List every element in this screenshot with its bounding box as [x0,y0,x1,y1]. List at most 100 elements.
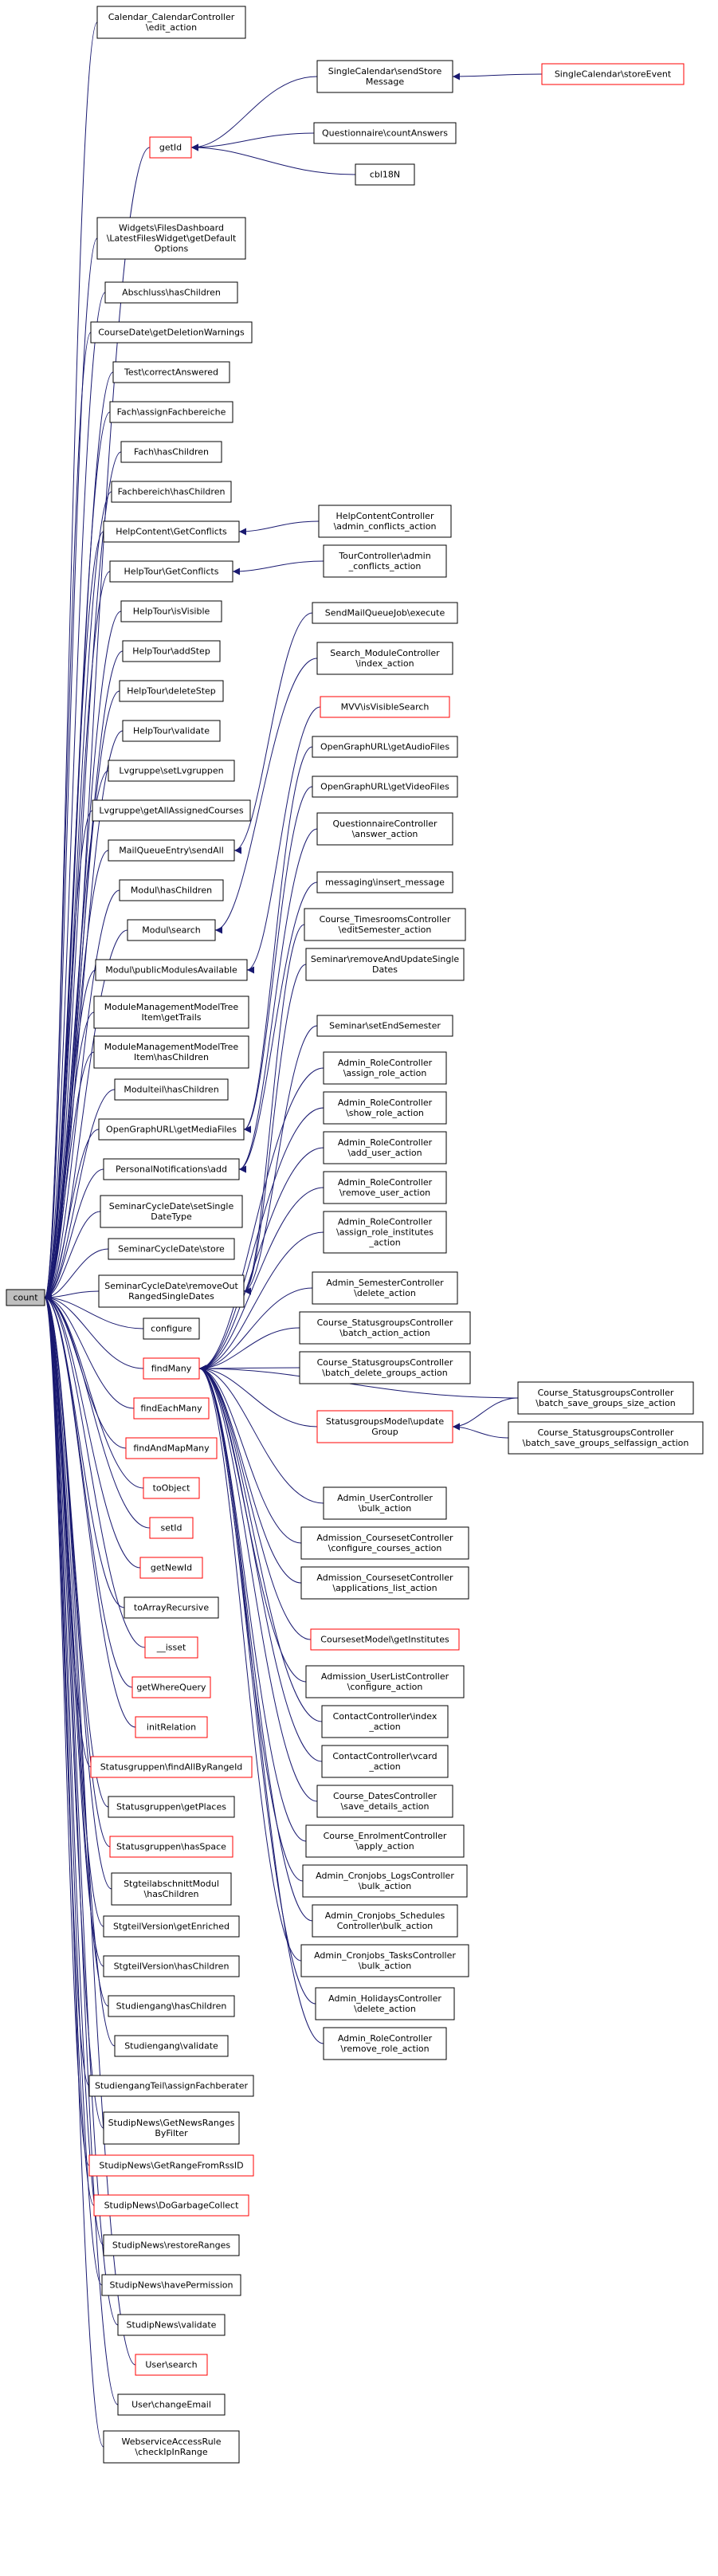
node-stgteilversion-getenriched[interactable]: StgteilVersion\getEnriched [103,1915,240,1938]
node-course-statusgroupscontroller-batch-action-action[interactable]: Course_StatusgroupsController\batch_acti… [299,1311,471,1345]
node-coursesetmodel-getinstitutes[interactable]: CoursesetModel\getInstitutes [310,1628,460,1651]
node-modulteil-haschildren[interactable]: Modulteil\hasChildren [114,1078,229,1101]
node-studiengang-validate[interactable]: Studiengang\validate [114,2035,229,2057]
node-questionnairecontroller-answer-action[interactable]: QuestionnaireController\answer_action [316,812,453,846]
node-calendar-calendarcontroller-edit-action[interactable]: Calendar_CalendarController\edit_action [96,6,246,39]
node-helptour-validate[interactable]: HelpTour\validate [122,720,221,742]
node-isset[interactable]: __isset [144,1636,198,1659]
node-lvgruppe-setlvgruppen[interactable]: Lvgruppe\setLvgruppen [108,760,235,782]
node-setid[interactable]: setId [149,1517,194,1539]
node-admin-usercontroller-bulk-action[interactable]: Admin_UserController\bulk_action [323,1486,447,1520]
node-user-changeemail[interactable]: User\changeEmail [117,2393,226,2416]
node-admin-rolecontroller-remove-role-action[interactable]: Admin_RoleController\remove_role_action [323,2027,447,2060]
node-studiengangteil-assignfachberater[interactable]: StudiengangTeil\assignFachberater [88,2075,254,2097]
node-course-datescontroller-save-details-action[interactable]: Course_DatesController\save_details_acti… [316,1785,453,1818]
node-admin-rolecontroller-remove-user-action[interactable]: Admin_RoleController\remove_user_action [323,1171,447,1204]
node-stgteilversion-haschildren[interactable]: StgteilVersion\hasChildren [103,1955,240,1977]
node-getwherequery[interactable]: getWhereQuery [131,1676,211,1698]
node-helpcontent-getconflicts[interactable]: HelpContent\GetConflicts [103,520,240,543]
node-modulemanagementmodeltree-item-haschildren[interactable]: ModuleManagementModelTreeItem\hasChildre… [93,1035,249,1069]
node-widgets-filesdashboard-latestfileswidget-getdefault-options[interactable]: Widgets\FilesDashboard\LatestFilesWidget… [96,217,246,260]
node-toobject[interactable]: toObject [143,1477,200,1499]
node-admission-coursesetcontroller-applications-list-action[interactable]: Admission_CoursesetController\applicatio… [300,1566,469,1600]
node-course-statusgroupscontroller-batch-save-groups-size-action[interactable]: Course_StatusgroupsController\batch_save… [517,1381,694,1415]
node-statusgruppen-hasspace[interactable]: Statusgruppen\hasSpace [109,1836,233,1858]
node-configure[interactable]: configure [143,1317,200,1340]
node-admin-semestercontroller-delete-action[interactable]: Admin_SemesterController\delete_action [312,1271,458,1305]
node-admission-userlistcontroller-configure-action[interactable]: Admission_UserListController\configure_a… [305,1665,465,1698]
node-helptour-isvisible[interactable]: HelpTour\isVisible [120,600,222,622]
node-admin-cronjobs-schedules-controller-bulk-action[interactable]: Admin_Cronjobs_SchedulesController\bulk_… [312,1904,458,1938]
node-helptour-getconflicts[interactable]: HelpTour\GetConflicts [109,560,233,583]
node-studipnews-getrangefromrssid[interactable]: StudipNews\GetRangeFromRssID [88,2154,254,2177]
node-opengraphurl-getvideofiles[interactable]: OpenGraphURL\getVideoFiles [312,776,458,798]
node-course-statusgroupscontroller-batch-save-groups-selfassign-action[interactable]: Course_StatusgroupsController\batch_save… [508,1421,704,1455]
node-tourcontroller-admin-conflicts-action[interactable]: TourController\admin_conflicts_action [323,544,447,578]
node-contactcontroller-vcard-action[interactable]: ContactController\vcard_action [321,1745,449,1778]
node-admin-rolecontroller-assign-role-institutes-action[interactable]: Admin_RoleController\assign_role_institu… [323,1211,447,1254]
node-admin-cronjobs-logscontroller-bulk-action[interactable]: Admin_Cronjobs_LogsController\bulk_actio… [302,1864,468,1898]
node-admin-rolecontroller-assign-role-action[interactable]: Admin_RoleController\assign_role_action [323,1051,447,1085]
node-messaging-insert-message[interactable]: messaging\insert_message [316,871,453,893]
node-abschluss-haschildren[interactable]: Abschluss\hasChildren [104,281,238,304]
node-singlecalendar-storeevent[interactable]: SingleCalendar\storeEvent [541,63,685,85]
node-user-search[interactable]: User\search [135,2354,208,2376]
node-studiengang-haschildren[interactable]: Studiengang\hasChildren [108,1995,235,2017]
node-admin-rolecontroller-add-user-action[interactable]: Admin_RoleController\add_user_action [323,1131,447,1164]
node-studipnews-validate[interactable]: StudipNews\validate [117,2314,226,2336]
node-modul-search[interactable]: Modul\search [127,919,216,941]
node-modul-haschildren[interactable]: Modul\hasChildren [119,879,224,901]
node-toarrayrecursive[interactable]: toArrayRecursive [124,1596,219,1619]
node-sendmailqueuejob-execute[interactable]: SendMailQueueJob\execute [312,602,458,624]
node-personalnotifications-add[interactable]: PersonalNotifications\add [103,1158,240,1180]
node-mailqueueentry-sendall[interactable]: MailQueueEntry\sendAll [108,839,235,862]
node-statusgruppen-getplaces[interactable]: Statusgruppen\getPlaces [108,1796,235,1818]
node-course-statusgroupscontroller-batch-delete-groups-action[interactable]: Course_StatusgroupsController\batch_dele… [299,1351,471,1384]
node-cbl18n[interactable]: cbl18N [355,163,415,186]
node-studipnews-dogarbagecollect[interactable]: StudipNews\DoGarbageCollect [93,2194,249,2217]
node-coursedate-getdeletionwarnings[interactable]: CourseDate\getDeletionWarnings [90,321,253,344]
node-admin-cronjobs-taskscontroller-bulk-action[interactable]: Admin_Cronjobs_TasksController\bulk_acti… [300,1944,469,1977]
node-opengraphurl-getaudiofiles[interactable]: OpenGraphURL\getAudioFiles [312,736,458,758]
root-node-count[interactable]: count [6,1289,45,1306]
node-statusgruppen-findallbyrangeid[interactable]: Statusgruppen\findAllByRangeId [90,1756,253,1778]
node-findeachmany[interactable]: findEachMany [133,1397,210,1420]
node-mvv-isvisiblesearch[interactable]: MVV\isVisibleSearch [320,696,450,718]
node-getnewid[interactable]: getNewId [139,1557,203,1579]
node-lvgruppe-getallassignedcourses[interactable]: Lvgruppe\getAllAssignedCourses [92,799,251,822]
node-course-enrolmentcontroller-apply-action[interactable]: Course_EnrolmentController\apply_action [305,1824,465,1858]
node-opengraphurl-getmediafiles[interactable]: OpenGraphURL\getMediaFiles [98,1118,245,1141]
node-modul-publicmodulesavailable[interactable]: Modul\publicModulesAvailable [95,959,248,981]
node-search-modulecontroller-index-action[interactable]: Search_ModuleController\index_action [316,642,453,675]
node-contactcontroller-index-action[interactable]: ContactController\index_action [321,1705,449,1738]
node-studipnews-restoreranges[interactable]: StudipNews\restoreRanges [103,2234,240,2256]
node-questionnaire-countanswers[interactable]: Questionnaire\countAnswers [313,122,457,144]
node-admin-holidayscontroller-delete-action[interactable]: Admin_HolidaysController\delete_action [315,1987,455,2020]
node-findmany[interactable]: findMany [143,1357,200,1380]
node-stgteilabschnittmodul-haschildren[interactable]: StgteilabschnittModul\hasChildren [111,1872,232,1906]
node-webserviceaccessrule-checkipinrange[interactable]: WebserviceAccessRule\checkIpInRange [103,2430,240,2464]
node-helpcontentcontroller-admin-conflicts-action[interactable]: HelpContentController\admin_conflicts_ac… [318,505,452,538]
node-fach-haschildren[interactable]: Fach\hasChildren [120,441,222,463]
node-seminarcycledate-removeout-rangedsingledates[interactable]: SeminarCycleDate\removeOutRangedSingleDa… [98,1274,245,1308]
node-initrelation[interactable]: initRelation [135,1716,208,1738]
node-findandmapmany[interactable]: findAndMapMany [125,1437,218,1459]
node-admission-coursesetcontroller-configure-courses-action[interactable]: Admission_CoursesetController\configure_… [300,1526,469,1560]
node-seminarcycledate-store[interactable]: SeminarCycleDate\store [108,1238,235,1260]
node-seminar-setendsemester[interactable]: Seminar\setEndSemester [316,1015,453,1037]
node-helptour-addstep[interactable]: HelpTour\addStep [122,640,221,662]
node-course-timesroomscontroller-editsemester-action[interactable]: Course_TimesroomsController\editSemester… [304,908,466,941]
node-test-correctanswered[interactable]: Test\correctAnswered [112,361,230,383]
node-helptour-deletestep[interactable]: HelpTour\deleteStep [119,680,224,702]
node-getid[interactable]: getId [149,136,192,159]
node-studipnews-havepermission[interactable]: StudipNews\havePermission [101,2274,241,2296]
node-admin-rolecontroller-show-role-action[interactable]: Admin_RoleController\show_role_action [323,1091,447,1125]
node-fachbereich-haschildren[interactable]: Fachbereich\hasChildren [111,481,232,503]
node-fach-assignfachbereiche[interactable]: Fach\assignFachbereiche [109,401,233,423]
